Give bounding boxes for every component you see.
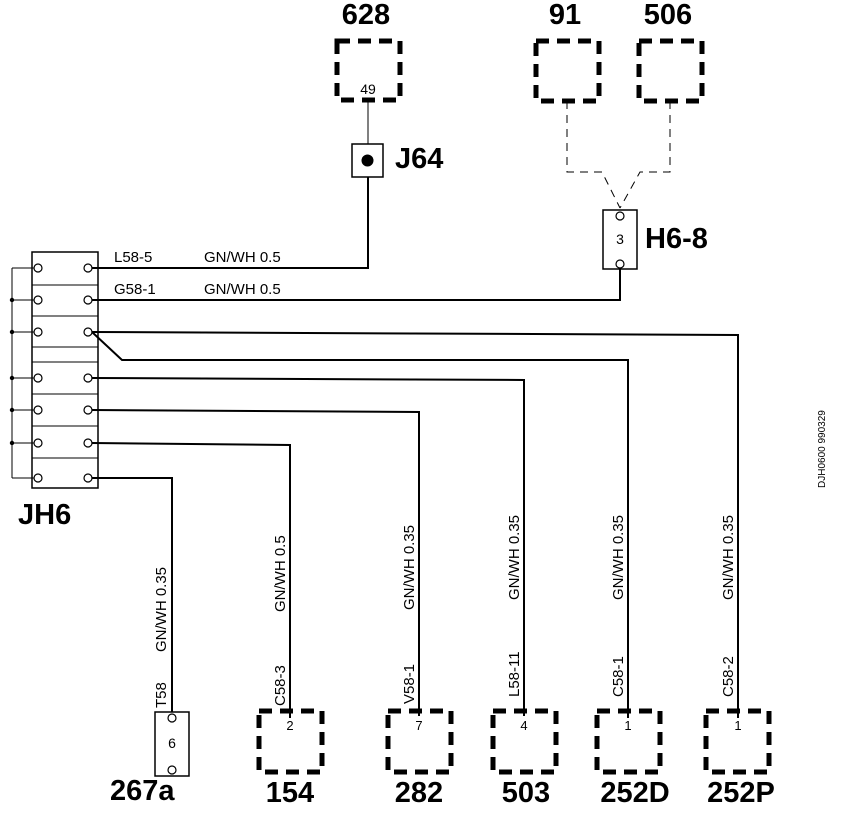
- connector-j64: J64: [351, 143, 443, 178]
- wire-c58-3-spec: GN/WH 0.5: [272, 535, 289, 612]
- component-282: 7 282: [385, 708, 454, 809]
- component-252d-box: [594, 708, 663, 775]
- wire-c58-2: C58-2 GN/WH 0.35: [91, 331, 739, 718]
- connector-267a-pin: 6: [168, 735, 176, 751]
- component-154-pin: 2: [286, 718, 293, 733]
- dashed-wire-506: [619, 101, 671, 209]
- wire-v58-1: V58-1 GN/WH 0.35: [91, 409, 420, 716]
- wire-t58-id: T58: [153, 682, 170, 708]
- wire-c58-3: C58-3 GN/WH 0.5: [91, 442, 291, 718]
- component-252d-number: 252D: [600, 777, 669, 809]
- component-154: 2 154: [256, 708, 325, 809]
- connector-267a-label: 267a: [110, 775, 175, 807]
- connector-jh6-body: [31, 251, 99, 489]
- wire-g58-1-id: G58-1: [114, 281, 156, 298]
- connector-h6-8-top-pin: [615, 211, 625, 221]
- wire-t58: T58 GN/WH 0.35: [92, 477, 173, 716]
- wire-l58-5-id: L58-5: [114, 249, 152, 266]
- wire-l58-11: L58-11 GN/WH 0.35: [91, 377, 525, 716]
- component-282-number: 282: [395, 777, 443, 809]
- wire-g58-1-spec: GN/WH 0.5: [204, 281, 281, 298]
- wire-t58-spec: GN/WH 0.35: [153, 567, 170, 652]
- component-91: 91: [533, 0, 602, 104]
- component-628-number: 628: [342, 0, 390, 31]
- wire-c58-1-spec: GN/WH 0.35: [610, 515, 627, 600]
- component-91-box: [533, 38, 602, 104]
- component-252p-box: [703, 708, 772, 775]
- component-282-box: [385, 708, 454, 775]
- component-503-number: 503: [502, 777, 550, 809]
- wire-c58-2-id: C58-2: [720, 656, 737, 697]
- connector-jh6: JH6: [9, 251, 99, 531]
- component-506-number: 506: [644, 0, 692, 31]
- connector-j64-pin: [361, 154, 374, 167]
- wire-l58-5: L58-5 GN/WH 0.5: [92, 177, 369, 269]
- component-503-pin: 4: [520, 718, 527, 733]
- dashed-wire-91: [566, 101, 621, 209]
- connector-h6-8-bottom-pin: [615, 259, 625, 269]
- wire-v58-1-id: V58-1: [401, 664, 418, 704]
- wire-c58-3-id: C58-3: [272, 665, 289, 706]
- wire-v58-1-path: [91, 409, 420, 716]
- connector-jh6-label: JH6: [18, 499, 71, 531]
- wire-t58-path: [92, 477, 173, 716]
- wire-v58-1-spec: GN/WH 0.35: [401, 525, 418, 610]
- wire-g58-1: G58-1 GN/WH 0.5: [92, 268, 621, 301]
- component-506-box: [636, 38, 705, 104]
- wire-c58-1-path: [91, 331, 629, 718]
- component-154-number: 154: [266, 777, 314, 809]
- component-252d: 1 252D: [594, 708, 670, 809]
- wire-c58-3-path: [91, 442, 291, 718]
- wire-l58-5-spec: GN/WH 0.5: [204, 249, 281, 266]
- component-252p-number: 252P: [707, 777, 775, 809]
- wire-c58-2-spec: GN/WH 0.35: [720, 515, 737, 600]
- wire-c58-1-id: C58-1: [610, 656, 627, 697]
- connector-h6-8: 3 H6-8: [602, 209, 708, 270]
- wire-g58-1-path: [92, 268, 621, 301]
- wire-l58-11-spec: GN/WH 0.35: [506, 515, 523, 600]
- component-503-box: [490, 708, 559, 775]
- wire-l58-11-path: [91, 377, 525, 716]
- component-91-number: 91: [549, 0, 581, 31]
- component-154-box: [256, 708, 325, 775]
- component-252p-pin: 1: [734, 718, 741, 733]
- component-252d-pin: 1: [624, 718, 631, 733]
- wire-l58-11-id: L58-11: [506, 651, 523, 697]
- component-252p: 1 252P: [703, 708, 775, 809]
- connector-267a-body: [154, 711, 190, 777]
- component-628-pin: 49: [360, 81, 376, 97]
- component-628: 628 49: [334, 0, 403, 103]
- connector-j64-label: J64: [395, 143, 443, 175]
- component-506: 506: [636, 0, 705, 104]
- connector-h6-8-label: H6-8: [645, 223, 708, 255]
- component-503: 4 503: [490, 708, 559, 809]
- wire-c58-2-path: [91, 331, 739, 718]
- dashed-wires-91-506: [566, 101, 671, 209]
- connector-h6-8-pin: 3: [616, 231, 624, 247]
- connector-267a: 6 267a: [110, 711, 190, 807]
- wire-c58-1: C58-1 GN/WH 0.35: [91, 331, 629, 718]
- component-282-pin: 7: [415, 718, 422, 733]
- document-id: DJH0600 990329: [817, 410, 828, 488]
- wire-l58-5-path: [92, 177, 369, 269]
